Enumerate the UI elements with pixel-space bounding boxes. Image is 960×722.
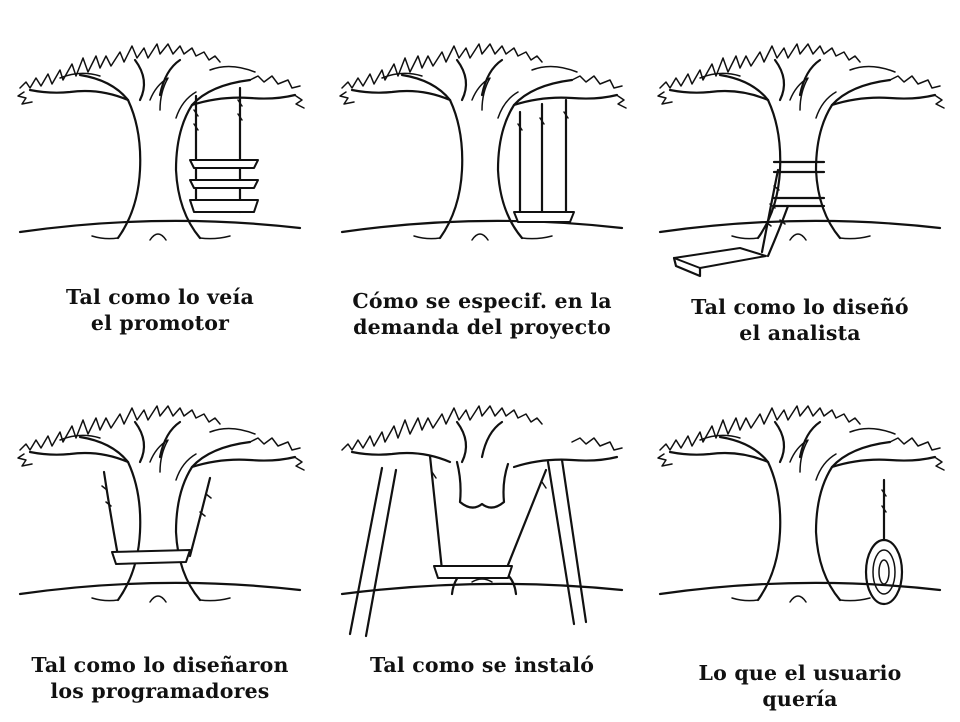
tree-swing-illustration: [338, 42, 628, 242]
caption: Tal como lo diseñó el analista: [691, 295, 909, 345]
caption: Lo que el usuario quería: [698, 661, 902, 711]
caption: Tal como lo diseñaron los programadores: [31, 653, 289, 703]
caption: Tal como lo veía el promotor: [66, 285, 254, 335]
panel-programadores: Tal como lo diseñaron los programadores: [0, 362, 320, 722]
tree-swing-illustration: [340, 404, 624, 638]
tree-swing-illustration: [16, 42, 306, 242]
caption: Tal como se instaló: [369, 653, 595, 677]
panel-especificado: Cómo se especif. en la demanda del proye…: [322, 0, 642, 360]
caption: Cómo se especif. en la demanda del proye…: [352, 289, 612, 339]
panel-usuario: Lo que el usuario quería: [640, 362, 960, 722]
panel-instalado: Tal como se instaló: [322, 362, 642, 722]
tree-swing-illustration: [16, 404, 306, 604]
panel-promotor: Tal como lo veía el promotor: [0, 0, 320, 360]
panel-analista: Tal como lo diseñó el analista: [640, 0, 960, 360]
tree-swing-illustration: [656, 42, 946, 278]
tree-swing-illustration: [656, 404, 946, 606]
